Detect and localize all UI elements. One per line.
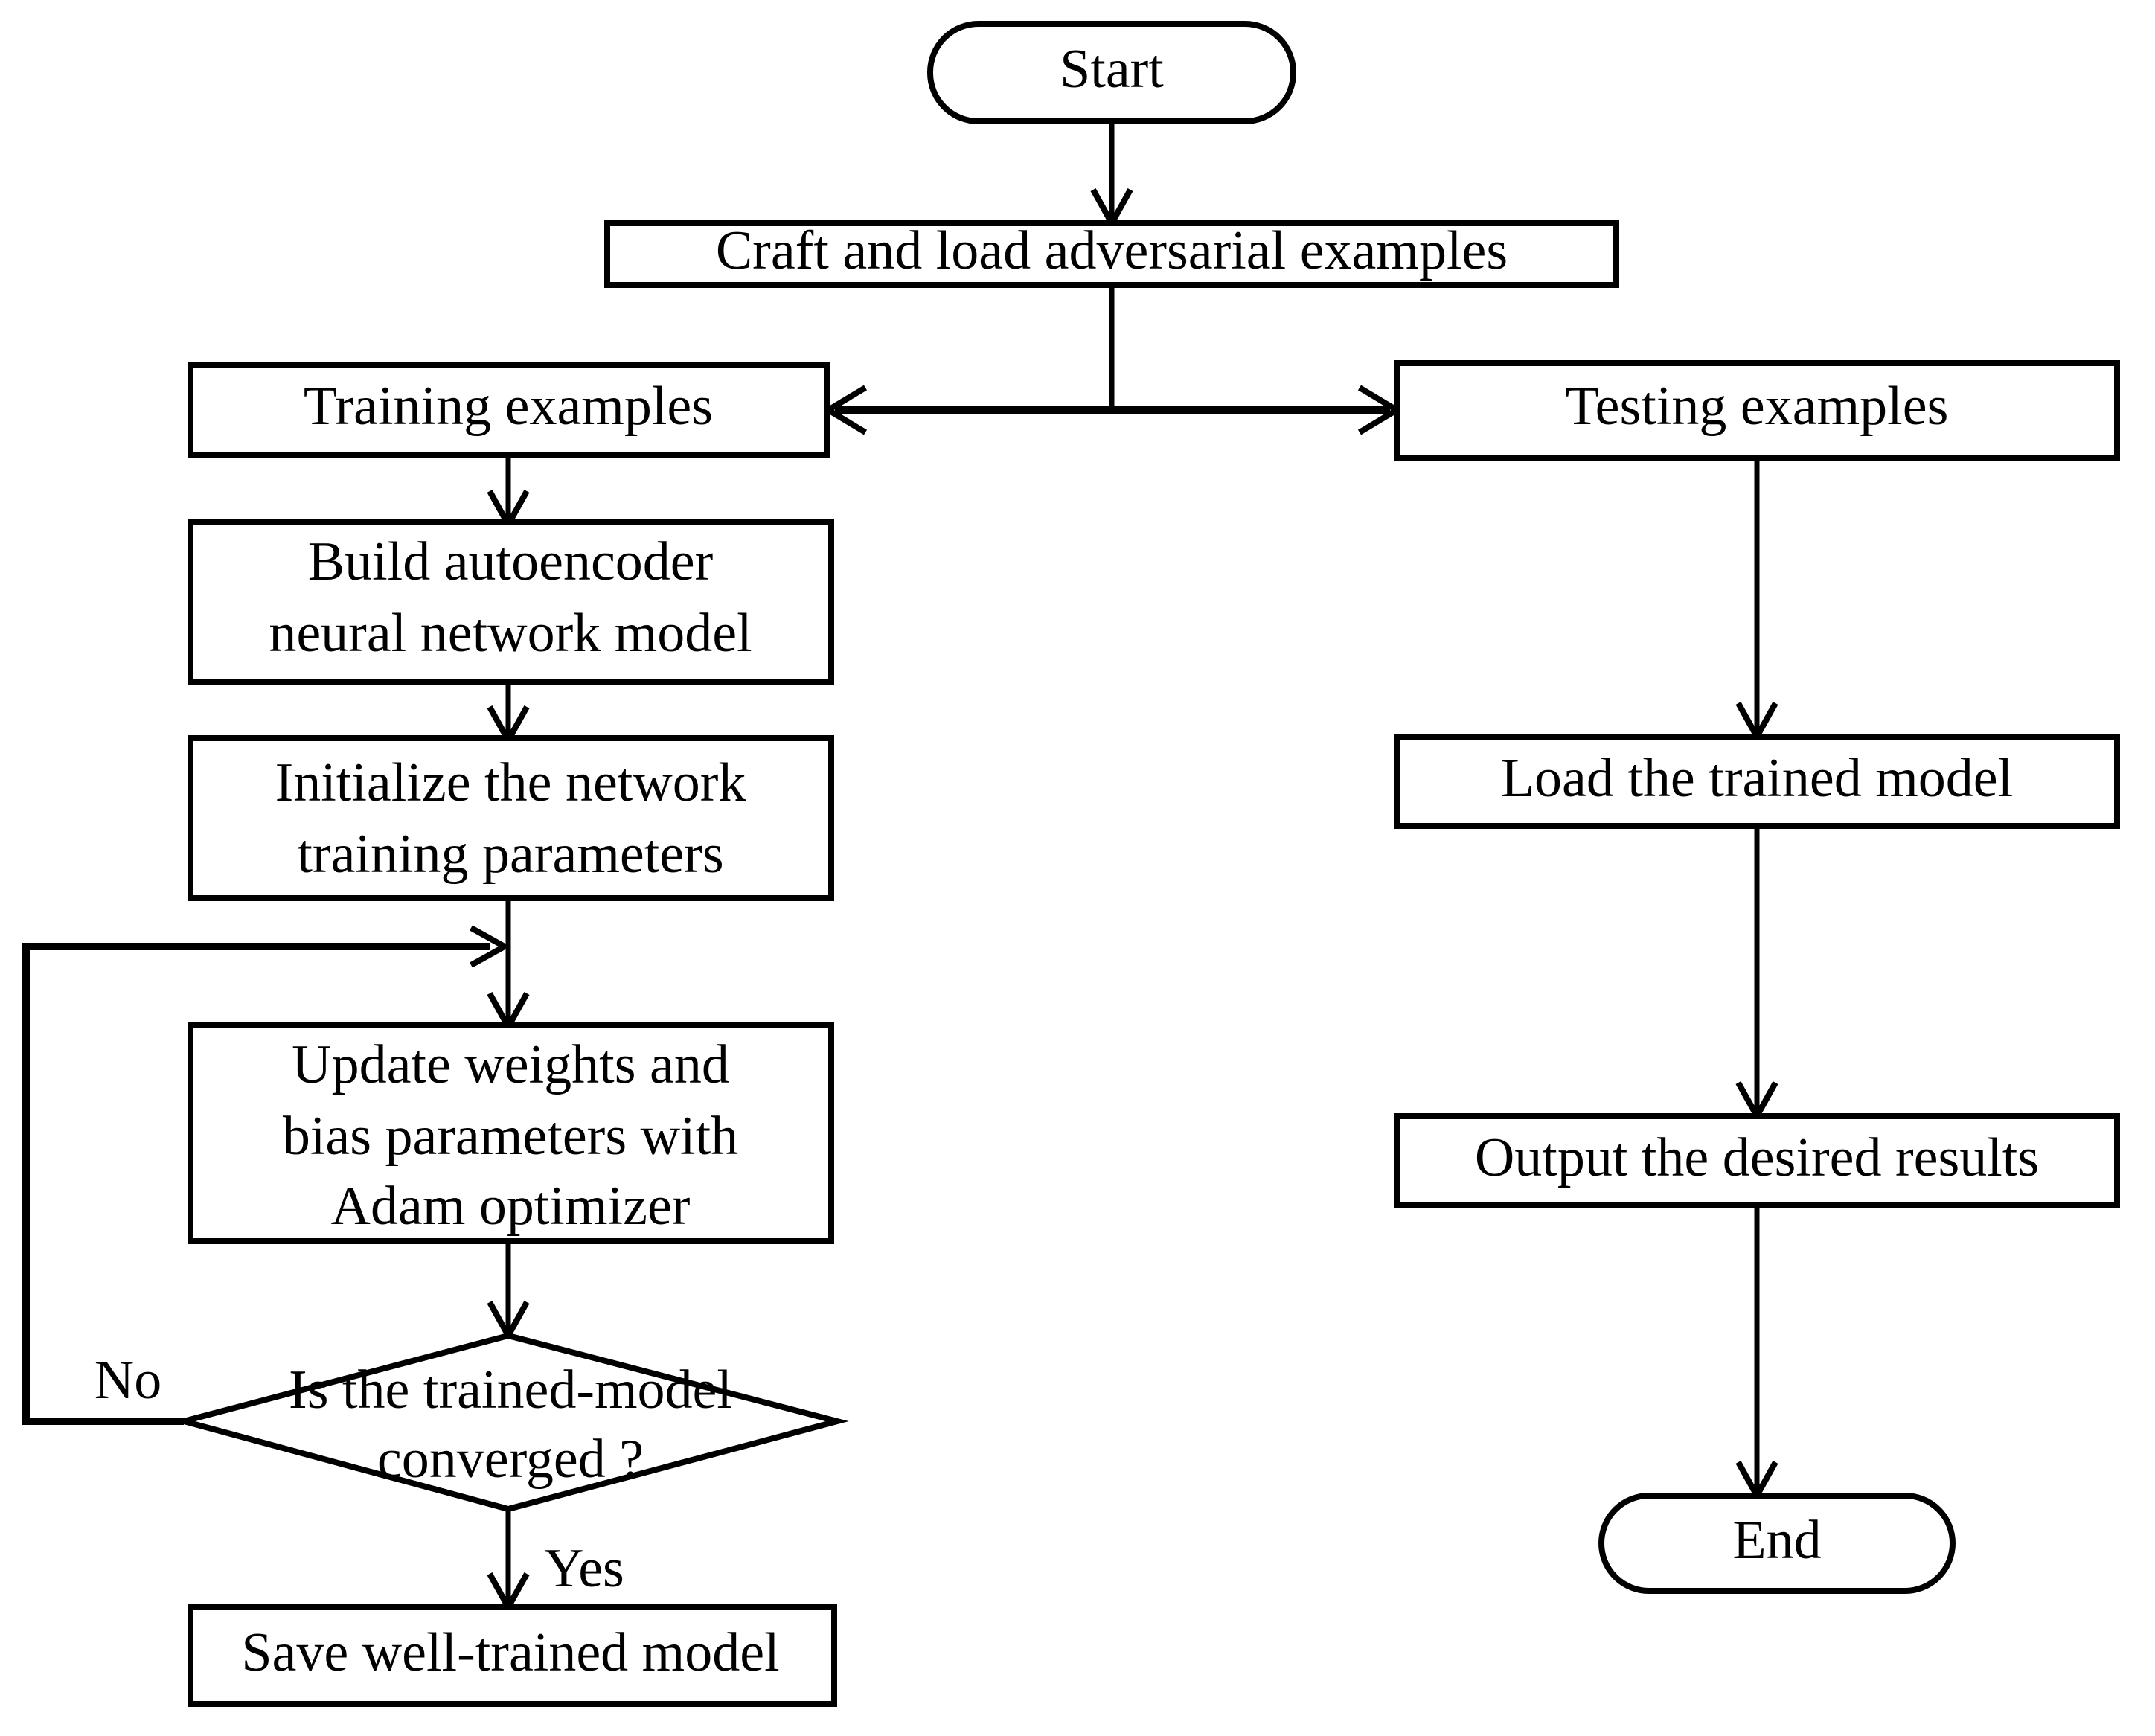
craft-and-load-label: Craft and load adversarial examples	[716, 220, 1508, 281]
update-weights-label-line2: bias parameters with	[283, 1106, 738, 1167]
init-params-shape	[188, 735, 834, 901]
edge-start-to-craft	[1090, 121, 1133, 230]
decision-converged-label-line1: Is the trained-model	[289, 1359, 732, 1420]
edge-label-yes: Yes	[544, 1538, 624, 1599]
edge-split-to-testing	[1112, 385, 1403, 435]
init-params-label-line1: Initialize the network	[275, 752, 746, 813]
node-update-weights[interactable]: Update weights and bias parameters with …	[188, 1022, 834, 1244]
node-craft-and-load[interactable]: Craft and load adversarial examples	[604, 220, 1619, 288]
node-start[interactable]: Start	[927, 21, 1296, 124]
edge-output-to-end	[1735, 1205, 1778, 1502]
decision-converged-shape	[172, 1332, 849, 1513]
node-training-examples[interactable]: Training examples	[188, 362, 830, 458]
edge-training-to-build	[487, 455, 530, 531]
training-examples-label: Training examples	[304, 376, 713, 437]
load-model-label: Load the trained model	[1501, 748, 2013, 809]
output-results-shape	[1394, 1113, 2120, 1208]
edge-split-to-training	[822, 385, 1112, 435]
edge-update-to-decision	[487, 1243, 530, 1342]
edge-init-to-update	[487, 898, 530, 1034]
decision-converged-label-line2: converged ?	[377, 1429, 644, 1490]
start-label: Start	[1060, 39, 1164, 100]
update-weights-label-line3: Adam optimizer	[331, 1176, 691, 1237]
node-end[interactable]: End	[1598, 1493, 1956, 1594]
build-model-shape	[188, 519, 834, 685]
update-weights-shape	[188, 1022, 834, 1244]
edge-decision-yes	[487, 1509, 530, 1614]
testing-examples-label: Testing examples	[1566, 376, 1949, 437]
edge-testing-to-load	[1735, 458, 1778, 743]
craft-and-load-shape	[604, 220, 1619, 288]
save-model-shape	[188, 1604, 837, 1707]
end-shape	[1598, 1493, 1956, 1594]
training-examples-shape	[188, 362, 830, 458]
start-shape	[927, 21, 1296, 124]
edge-label-no: No	[95, 1350, 161, 1411]
node-build-model[interactable]: Build autoencoder neural network model	[188, 519, 834, 685]
node-output-results[interactable]: Output the desired results	[1394, 1113, 2120, 1208]
node-load-model[interactable]: Load the trained model	[1394, 734, 2120, 829]
edge-load-to-output	[1735, 826, 1778, 1123]
build-model-label-line2: neural network model	[269, 603, 752, 664]
end-label: End	[1732, 1510, 1821, 1571]
node-save-model[interactable]: Save well-trained model	[188, 1604, 837, 1707]
edge-decision-no-loop	[22, 925, 511, 1425]
node-decision-converged[interactable]: Is the trained-model converged ?	[172, 1332, 849, 1513]
build-model-label-line1: Build autoencoder	[308, 531, 714, 592]
testing-examples-shape	[1394, 360, 2120, 461]
node-testing-examples[interactable]: Testing examples	[1394, 360, 2120, 461]
update-weights-label-line1: Update weights and	[292, 1034, 729, 1095]
edge-build-to-init	[487, 682, 530, 747]
init-params-label-line2: training parameters	[297, 824, 723, 885]
save-model-label: Save well-trained model	[241, 1622, 779, 1683]
node-init-params[interactable]: Initialize the network training paramete…	[188, 735, 834, 901]
output-results-label: Output the desired results	[1475, 1127, 2039, 1188]
load-model-shape	[1394, 734, 2120, 829]
